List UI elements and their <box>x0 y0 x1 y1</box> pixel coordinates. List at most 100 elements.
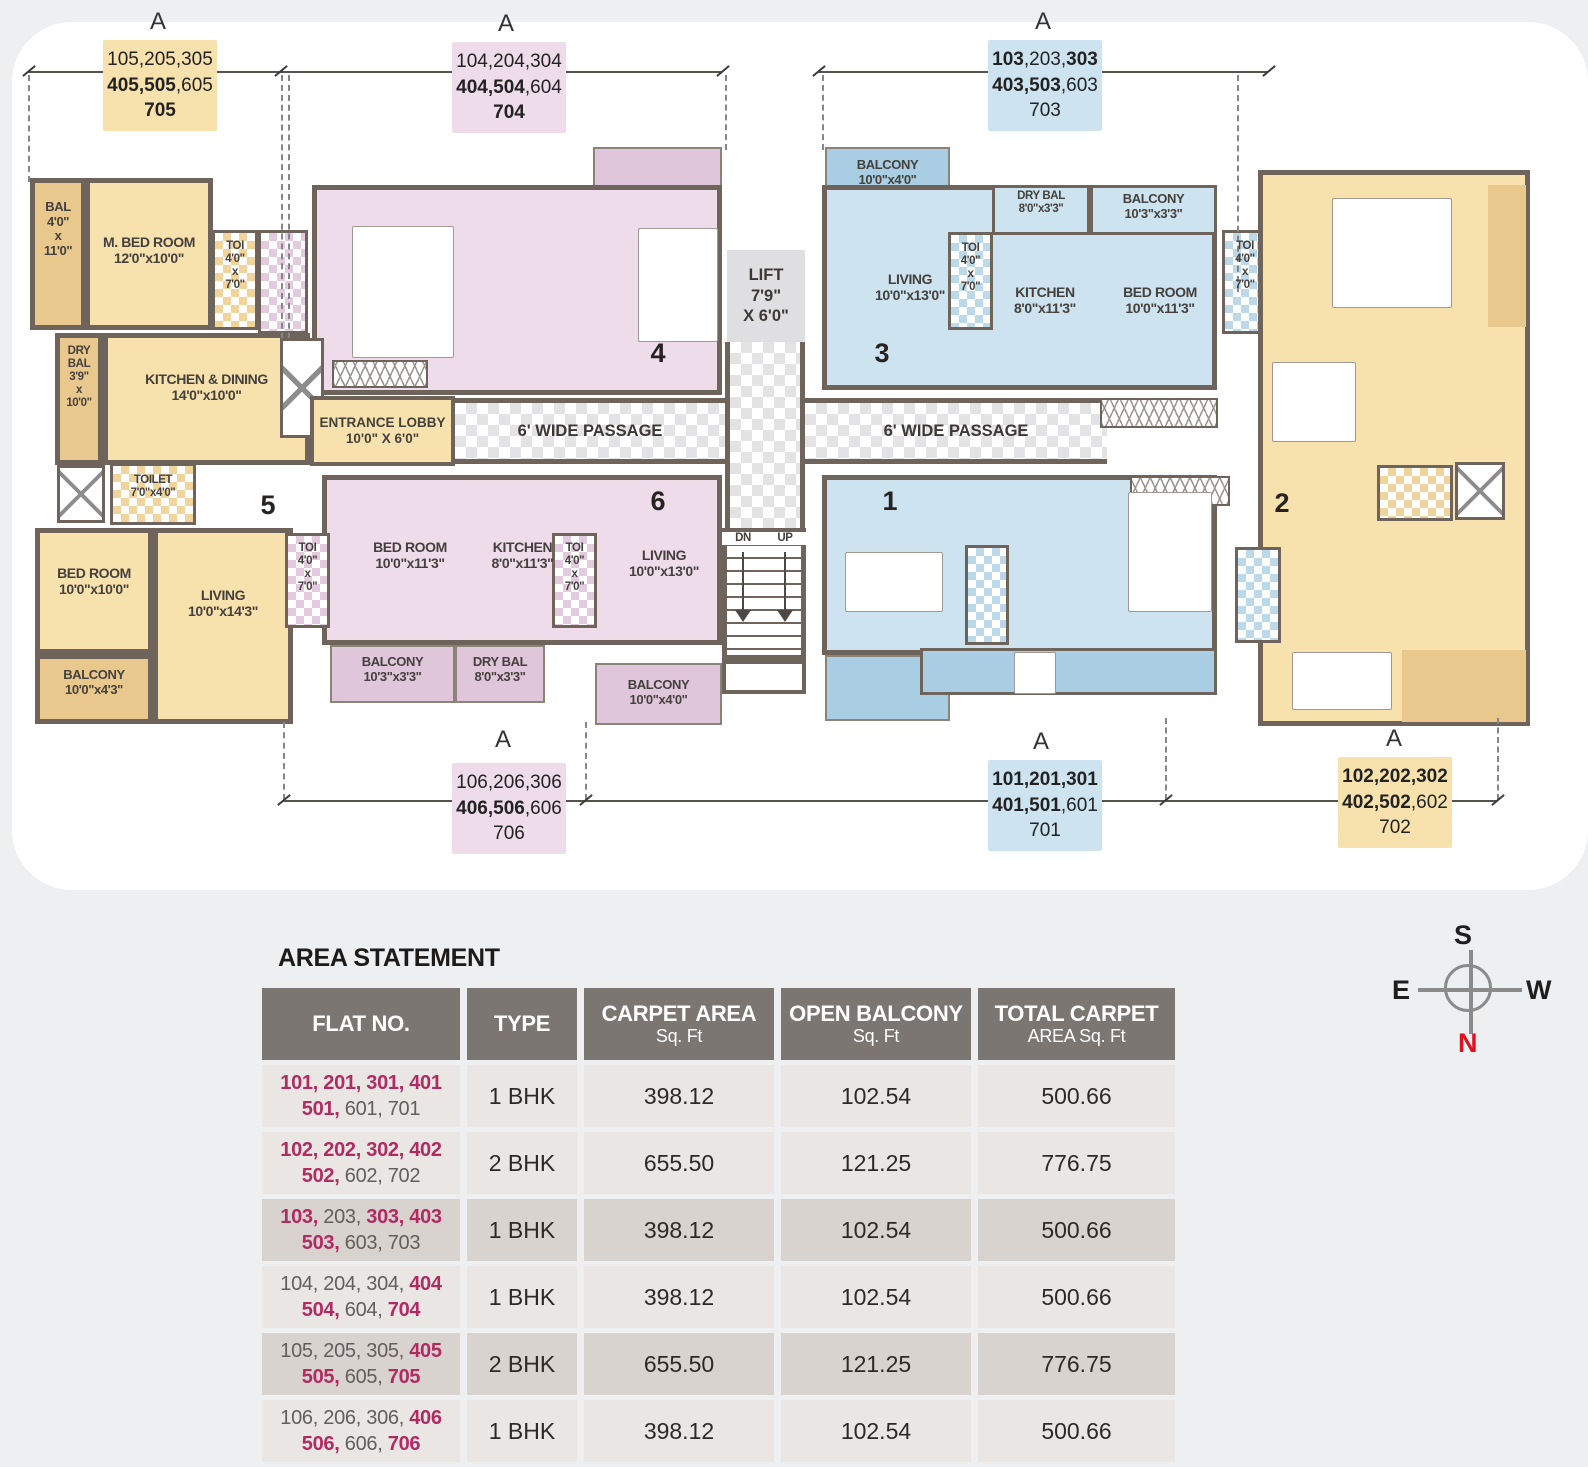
section-mark-a: A <box>497 10 514 37</box>
stair-landing <box>722 660 806 694</box>
duct-shaft <box>57 465 105 523</box>
flat6-kitchen-label: KITCHEN 8'0"x11'3" <box>491 539 554 571</box>
wardrobe <box>332 360 428 388</box>
section-mark-a: A <box>149 8 166 35</box>
flat2-corner-area <box>1402 650 1526 722</box>
flat6-balcony-left <box>330 645 455 703</box>
guide-line <box>283 722 285 800</box>
flat5-dry-balcony-label: DRY BAL 3'9" x 10'0" <box>66 345 92 409</box>
flat6-balcony-bottom-label: BALCONY 10'0"x4'0" <box>627 677 690 707</box>
type-cell: 1 BHK <box>467 1065 577 1127</box>
type-cell: 2 BHK <box>467 1333 577 1395</box>
flat3-kitchen-label: KITCHEN 8'0"x11'3" <box>1014 284 1076 316</box>
stairs-arrow <box>784 552 786 612</box>
lift-lobby <box>725 342 805 532</box>
type-cell: 1 BHK <box>467 1266 577 1328</box>
carpet-area-cell: 398.12 <box>584 1266 774 1328</box>
section-mark-a: A <box>1385 725 1402 752</box>
flat3-balcony-top-label: BALCONY 10'0"x4'0" <box>856 157 919 187</box>
flat1-toilet <box>965 545 1009 645</box>
flat5-balcony-bottom <box>35 654 153 724</box>
flat6-toilet-left <box>285 533 330 628</box>
open-balcony-cell: 102.54 <box>781 1199 971 1261</box>
open-balcony-cell: 121.25 <box>781 1132 971 1194</box>
flat3-dry-balcony <box>992 185 1090 235</box>
section-mark-a: A <box>494 726 511 753</box>
flat5-toilet-2 <box>110 463 196 525</box>
lift: LIFT 7'9" X 6'0" <box>727 250 805 342</box>
guide-line <box>288 75 290 408</box>
stairs-arrow-head <box>777 610 793 622</box>
carpet-area-cell: 398.12 <box>584 1400 774 1462</box>
flat6-toilet-mid-label: TOI 4'0" x 7'0" <box>564 542 585 593</box>
washing-machine <box>1014 652 1056 694</box>
dimension-line <box>283 800 1497 802</box>
flat3-toilet-label: TOI 4'0" x 7'0" <box>960 242 981 293</box>
flat5-toilet1-label: TOI 4'0" x 7'0" <box>225 240 245 291</box>
flat2-number: 2 <box>1274 488 1290 518</box>
flat3-number: 3 <box>874 338 890 368</box>
furniture-bed <box>352 226 454 358</box>
guide-line <box>28 75 30 182</box>
flat5-dry-balcony <box>55 333 103 465</box>
flat5-bedroom <box>35 528 153 654</box>
total-carpet-cell: 776.75 <box>978 1333 1175 1395</box>
flat6-main <box>322 475 722 645</box>
flat3-balcony-right-label: BALCONY 10'3"x3'3" <box>1122 191 1185 221</box>
guide-line <box>281 75 283 408</box>
carpet-area-cell: 655.50 <box>584 1132 774 1194</box>
flat5-master-bedroom <box>85 178 213 330</box>
flat3-bedroom-label: BED ROOM 10'0"x11'3" <box>1123 284 1197 316</box>
flat3-living-label: LIVING 10'0"x13'0" <box>874 271 946 303</box>
flat5-number: 5 <box>260 490 276 520</box>
section-mark-a: A <box>1032 728 1049 755</box>
guide-line <box>725 75 727 150</box>
open-balcony-cell: 102.54 <box>781 1065 971 1127</box>
open-balcony-cell: 102.54 <box>781 1266 971 1328</box>
flat5-living-label: LIVING 10'0"x14'3" <box>187 587 259 619</box>
header-type: TYPE <box>467 988 577 1060</box>
compass-circle <box>1444 964 1492 1012</box>
flat3-toilet-right-label: TOI 4'0" x 7'0" <box>1235 240 1255 291</box>
flat5-balcony-bal <box>30 178 86 330</box>
flat4-toilet <box>258 230 308 334</box>
flat5-kitchen-dining <box>103 333 310 465</box>
furniture-bed <box>1128 492 1212 612</box>
flat6-living-label: LIVING 10'0"x13'0" <box>628 547 700 579</box>
flat1-number: 1 <box>882 486 898 516</box>
compass-north: N <box>1458 1028 1478 1058</box>
stairs-up-label: UP <box>764 532 806 545</box>
flat5-kitchen-label: KITCHEN & DINING 14'0"x10'0" <box>145 371 268 403</box>
flat1-dry-balcony-band <box>920 648 1217 695</box>
wardrobe <box>1100 398 1218 428</box>
guide-line <box>1497 718 1499 800</box>
type-cell: 2 BHK <box>467 1132 577 1194</box>
flat6-toilet-left-label: TOI 4'0" x 7'0" <box>297 542 318 593</box>
entrance-lobby: ENTRANCE LOBBY 10'0" X 6'0" <box>310 396 455 466</box>
flat6-balcony-left-label: BALCONY 10'3"x3'3" <box>361 654 424 684</box>
carpet-area-cell: 398.12 <box>584 1065 774 1127</box>
flat3-dry-balcony-label: DRY BAL 8'0"x3'3" <box>1017 190 1065 215</box>
open-balcony-cell: 121.25 <box>781 1333 971 1395</box>
area-statement-title: AREA STATEMENT <box>278 944 500 972</box>
compass-east: E <box>1392 975 1411 1005</box>
total-carpet-cell: 500.66 <box>978 1199 1175 1261</box>
flat6-dry-balcony-label: DRY BAL 8'0"x3'3" <box>472 654 528 684</box>
duct-shaft <box>1455 462 1505 520</box>
flat6-toilet-mid <box>552 533 597 628</box>
stairs-arrow-head <box>735 610 751 622</box>
dimension-line <box>28 71 722 73</box>
flat5-toilet-1 <box>212 230 258 330</box>
guide-line <box>1165 718 1167 800</box>
stairs-dn-label: DN <box>722 532 764 545</box>
